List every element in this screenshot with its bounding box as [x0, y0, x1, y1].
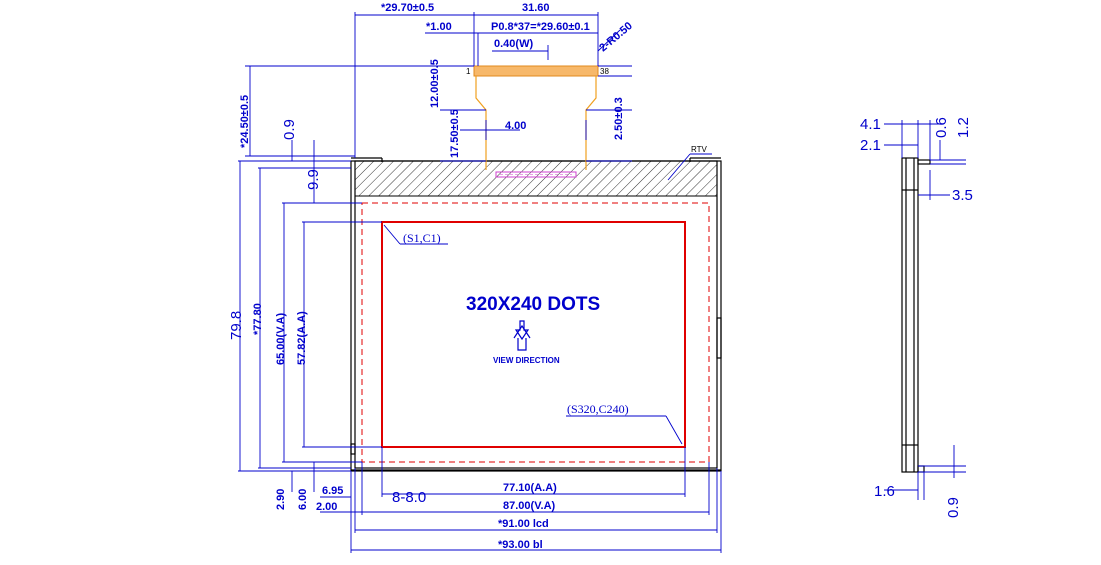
dim-99-left: 9.9 [305, 169, 322, 190]
dim-va-height: 65.00(V.A) [275, 312, 287, 365]
dim-aa-height: 57.82(A.A) [296, 311, 308, 365]
rtv-leader [667, 153, 691, 181]
dim-top-width: 31.60 [522, 2, 550, 14]
s1-leader [383, 224, 401, 245]
side-dim-12: 1.2 [955, 117, 972, 138]
side-dim-41: 4.1 [860, 116, 881, 133]
dim-aa-width: 77.10(A.A) [503, 482, 557, 494]
side-view [901, 157, 931, 473]
dim-600: 6.00 [297, 489, 309, 510]
side-dim-35: 3.5 [952, 187, 973, 204]
side-dim-06: 0.6 [933, 117, 950, 138]
side-dim-21: 2.1 [860, 137, 881, 154]
dim-fpc-height-2: 17.50±0.5 [449, 109, 461, 158]
s1-label: (S1,C1) [403, 231, 441, 245]
dim-290: 2.90 [275, 489, 287, 510]
fpc-cable [473, 65, 599, 178]
active-area [381, 221, 686, 448]
resolution-label: 320X240 DOTS [466, 294, 600, 315]
bottom-dimension-lines [320, 447, 722, 553]
s320-label: (S320,C240) [567, 402, 629, 416]
view-direction-label: VIEW DIRECTION [493, 356, 560, 365]
module-outline [350, 157, 722, 472]
dim-corner-radius: 2-R0.50 [597, 20, 635, 54]
dim-fpc-gap: 2.50±0.3 [613, 97, 625, 140]
view-direction-arrow-icon [513, 320, 531, 351]
dim-va-width: 87.00(V.A) [503, 500, 556, 512]
dim-pin-width: 0.40(W) [494, 38, 533, 50]
side-dimension-lines [884, 120, 966, 500]
dim-fpc-width: 4.00 [505, 120, 526, 132]
left-dimension-lines [238, 66, 382, 492]
top-dimension-lines [245, 12, 632, 162]
dim-top-left: *29.70±0.5 [381, 2, 434, 14]
s320-leader [665, 415, 683, 445]
dim-lcd-width: *91.00 lcd [498, 518, 549, 530]
dim-09-left: 0.9 [281, 119, 298, 140]
rtv-label: RTV [691, 145, 708, 154]
pin-1-label: 1 [466, 67, 471, 76]
dim-fpc-height-1: 12.00±0.5 [429, 59, 441, 108]
side-dim-09: 0.9 [945, 497, 962, 518]
dim-pitch: P0.8*37=*29.60±0.1 [491, 21, 590, 33]
viewing-area [361, 202, 710, 463]
dim-bl-width: *93.00 bl [498, 539, 543, 551]
dim-left-top: *24.50±0.5 [239, 95, 251, 148]
pin-38-label: 38 [600, 67, 609, 76]
dim-200: 2.00 [316, 501, 337, 513]
dim-695: 6.95 [322, 485, 343, 497]
dim-lcd-height: *77.80 [252, 303, 264, 335]
dim-total-height: 79.8 [228, 311, 245, 340]
dim-8-8: 8-8.0 [392, 489, 426, 506]
dim-pin1-offset: *1.00 [426, 21, 452, 33]
side-dim-16: 1.6 [874, 483, 895, 500]
